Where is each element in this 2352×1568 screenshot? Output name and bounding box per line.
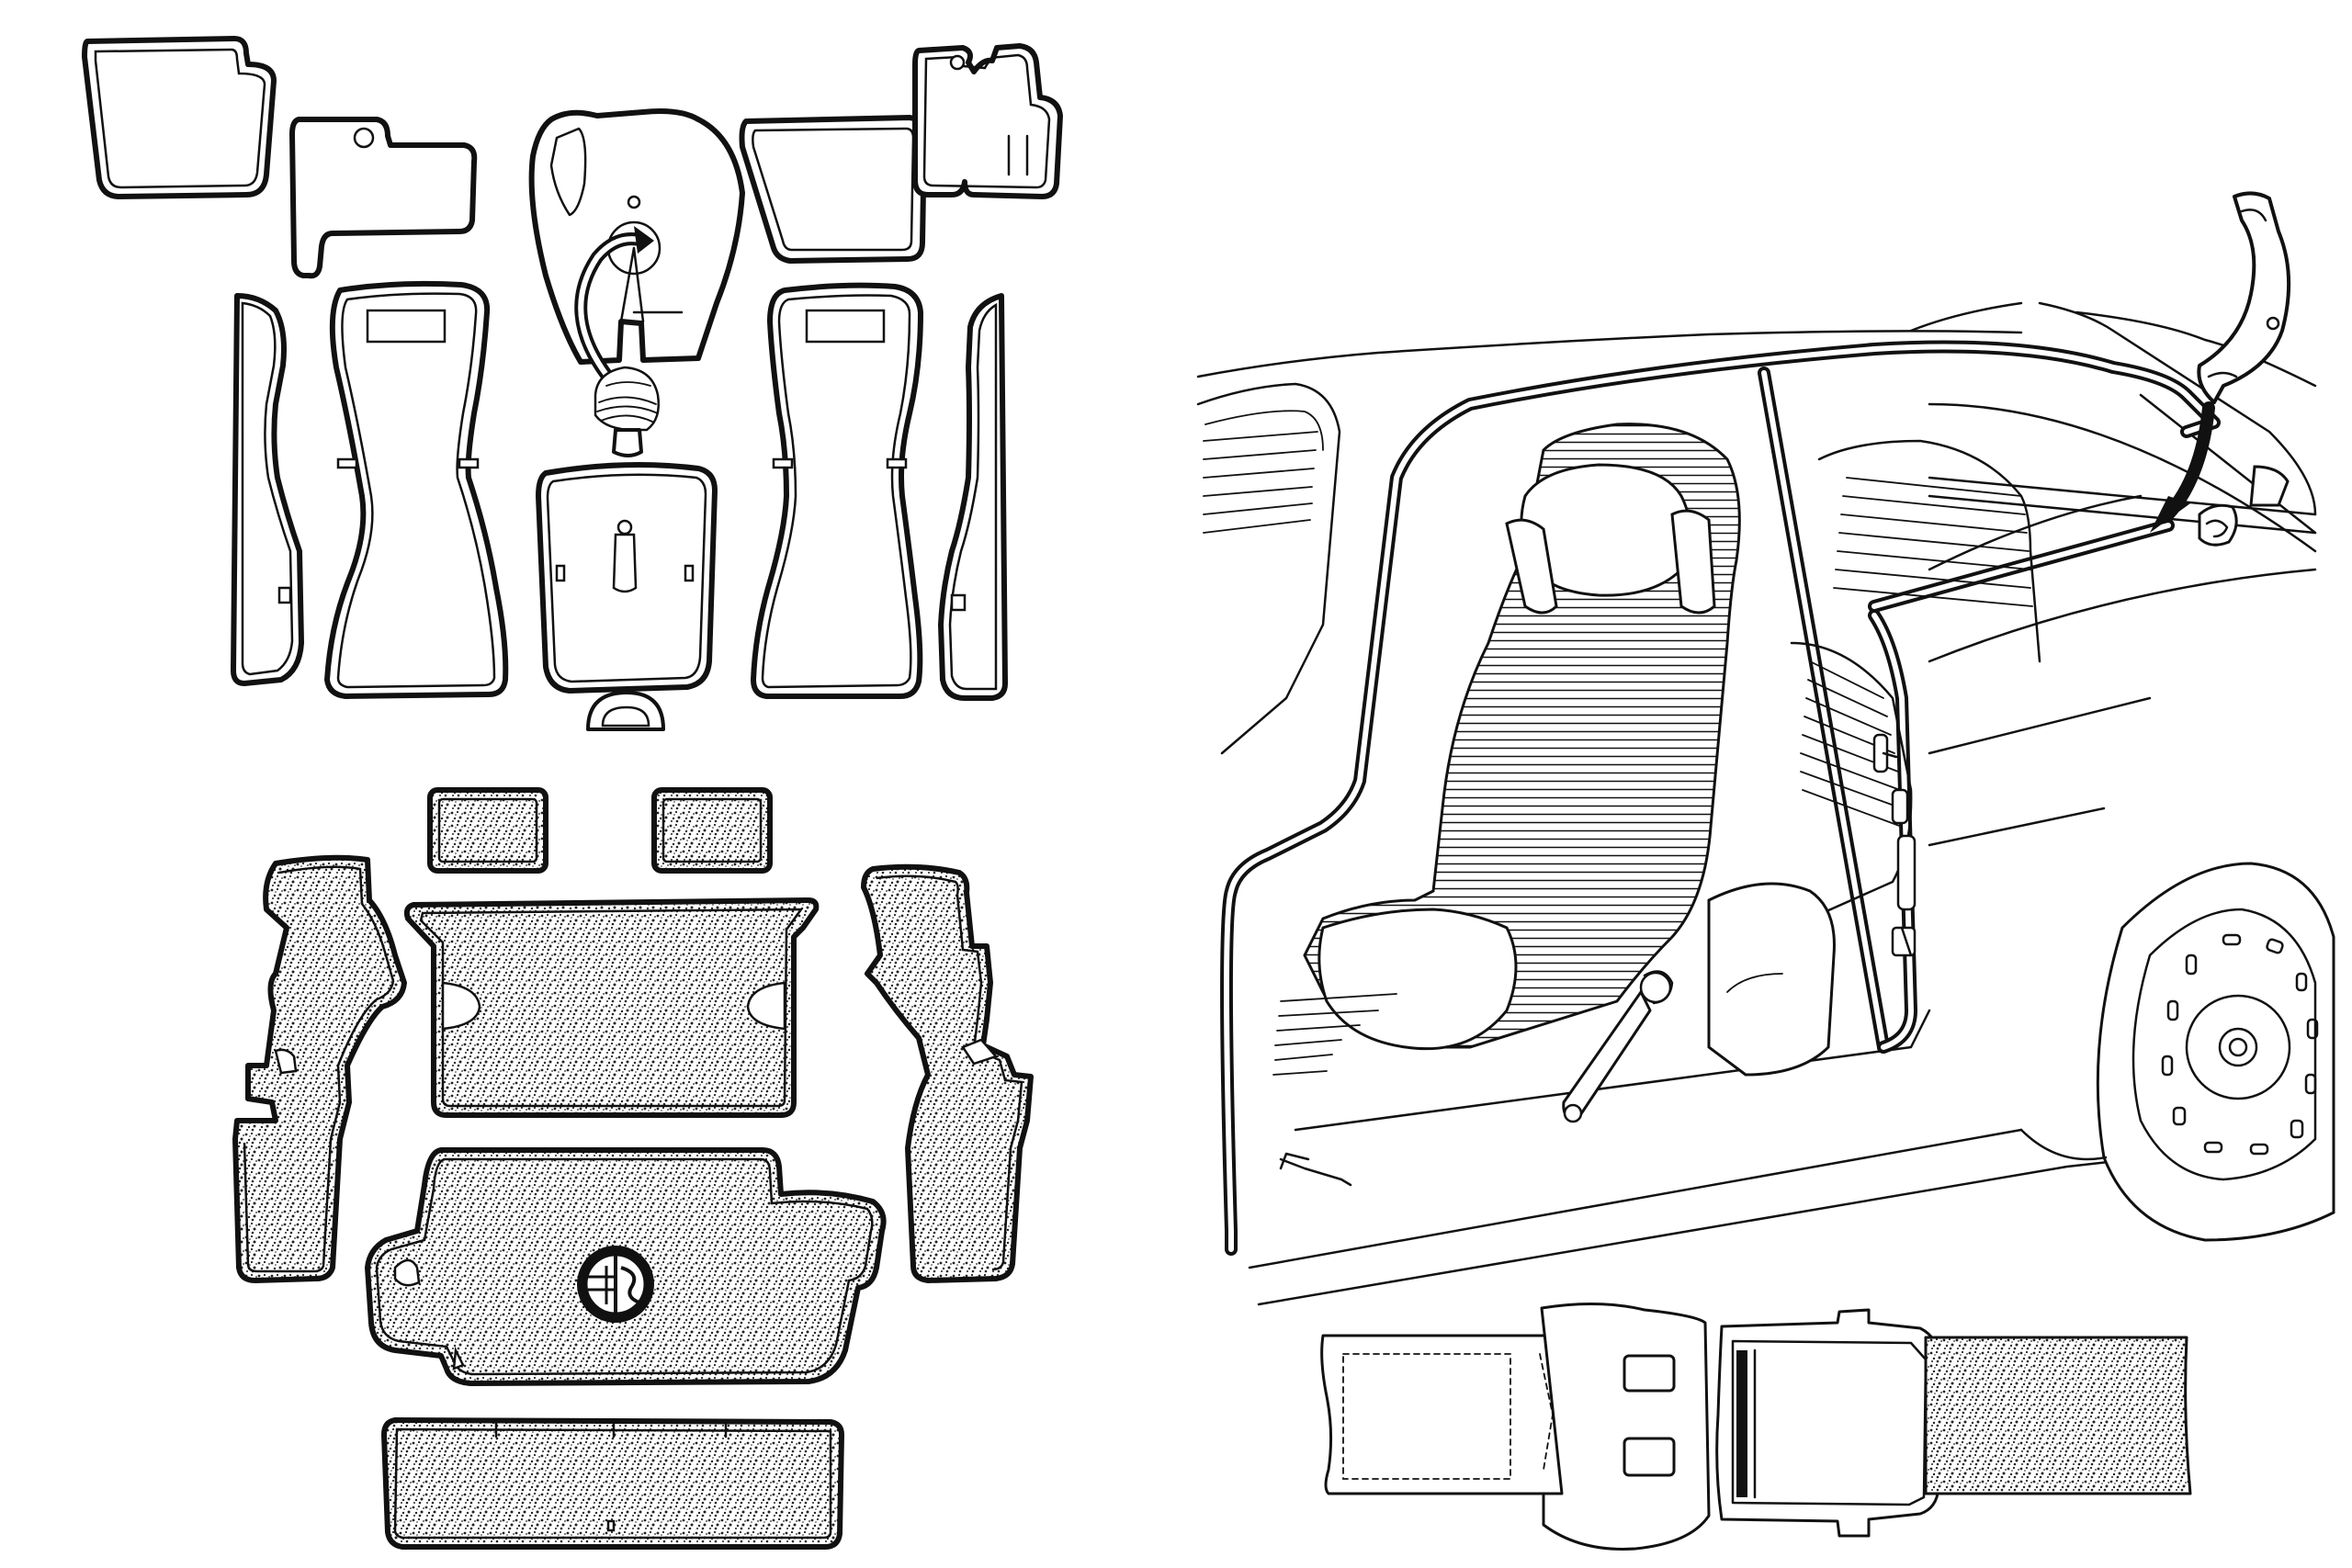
boot-rear-carpet-strip	[381, 1417, 844, 1550]
rear-mat-left-top	[82, 36, 277, 199]
seat-belt-buckle-group	[1320, 1302, 2192, 1551]
carpet-pad-right	[651, 787, 773, 874]
floor-mats-group	[82, 36, 1063, 731]
boot-side-carpet-right	[861, 863, 1034, 1283]
driver-mat-main	[324, 280, 509, 699]
carpet-pad-left	[427, 787, 548, 874]
buckle-tongue	[1540, 1302, 1711, 1551]
door-seal-and-seat-group	[1196, 191, 2335, 1306]
boot-floor-carpet	[403, 897, 820, 1118]
seal-profile	[2197, 191, 2291, 404]
boot-side-carpet-left	[232, 854, 407, 1283]
belt-strap-right	[1924, 1336, 2192, 1495]
boot-carpet-group	[232, 787, 1034, 1550]
front-mat-driver-small	[289, 117, 478, 279]
door-sill-left	[231, 293, 304, 686]
belt-strap-left	[1320, 1334, 1564, 1495]
front-mat-passenger-small	[739, 115, 927, 264]
brand-emblem	[577, 1246, 654, 1323]
passenger-mat-main	[751, 282, 923, 699]
rear-mat-right-top	[912, 43, 1063, 199]
